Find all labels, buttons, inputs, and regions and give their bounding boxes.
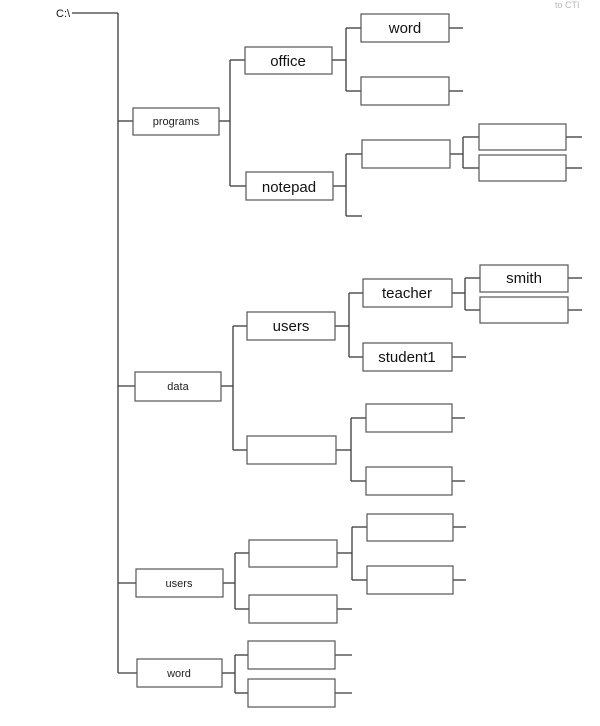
node-word: word	[136, 658, 223, 688]
node-office: office	[244, 46, 333, 75]
node-notepad-label: notepad	[262, 179, 316, 196]
tree-connectors	[72, 12, 582, 694]
node-teacher: teacher	[362, 278, 453, 308]
node-office-label: office	[270, 53, 306, 70]
node-notepad-blank-1	[361, 139, 451, 169]
node-users-blank-1	[248, 539, 338, 568]
node-notepad-sub-1	[478, 123, 567, 151]
node-notepad-sub-2	[478, 154, 567, 182]
page-header-fragment: to CTI	[555, 0, 580, 10]
node-notepad: notepad	[245, 171, 334, 201]
node-data-users: users	[246, 311, 336, 341]
node-users-sub-1	[366, 513, 454, 542]
node-office-blank	[360, 76, 450, 106]
node-data-blank	[246, 435, 337, 465]
node-users-blank-2	[248, 594, 338, 624]
node-data-blank-sub-1	[365, 403, 453, 433]
node-programs-label: programs	[153, 116, 200, 128]
node-word-label: word	[166, 668, 191, 680]
node-data-users-label: users	[273, 318, 310, 335]
node-student1: student1	[362, 342, 453, 372]
node-teacher-label: teacher	[382, 285, 432, 302]
node-data-blank-sub-2	[365, 466, 453, 496]
node-office-word: word	[360, 13, 450, 43]
node-data-label: data	[167, 381, 189, 393]
node-smith: smith	[479, 264, 569, 293]
node-programs: programs	[132, 107, 220, 136]
node-users: users	[135, 568, 224, 598]
node-users-sub-2	[366, 565, 454, 595]
node-users-label: users	[166, 578, 193, 590]
node-data: data	[134, 371, 222, 402]
node-smith-label: smith	[506, 270, 542, 287]
node-word-blank-1	[247, 640, 336, 670]
node-word-blank-2	[247, 678, 336, 708]
node-teacher-blank	[479, 296, 569, 324]
node-office-word-label: word	[388, 20, 422, 37]
root-label: C:\	[56, 8, 71, 20]
node-student1-label: student1	[378, 349, 436, 366]
